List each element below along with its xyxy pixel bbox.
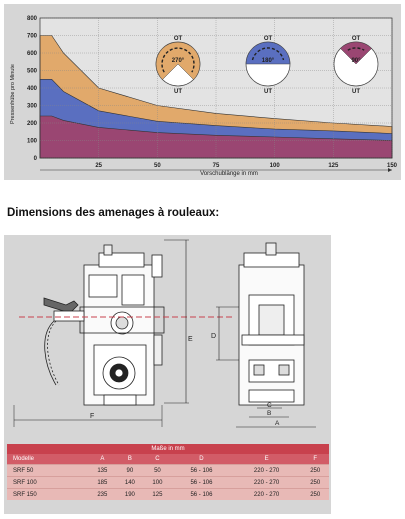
table-cell: 250 (301, 464, 329, 477)
dial-bottom-label: UT (264, 89, 272, 95)
table-cell: 90 (116, 464, 144, 477)
dial-top-label: OT (264, 36, 273, 42)
dim-label-f: F (90, 413, 94, 420)
table-cell: 56 - 106 (171, 476, 232, 489)
dial-top-label: OT (352, 36, 361, 42)
feed-chart: 0 100 200 300 400 500 600 700 800 25 50 75 100 125 150… (4, 4, 401, 180)
column-header: F (301, 454, 329, 465)
table-cell: 220 - 270 (231, 464, 302, 477)
dim-label-b: B (267, 410, 271, 417)
x-axis-arrowhead (388, 168, 392, 172)
table-cell: 56 - 106 (171, 488, 232, 500)
feed-chart-svg: 0 100 200 300 400 500 600 700 800 25 50 75 100 125 150… (10, 16, 398, 177)
table-cell: 190 (116, 488, 144, 500)
column-header: C (143, 454, 172, 465)
dial-angle-label: 90° (351, 58, 361, 64)
y-tick-label: 600 (27, 51, 38, 57)
table-header-row: Modelle A B C D E F (7, 454, 329, 465)
table-row: SRF 150 235 190 125 56 - 106 220 - 270 2… (7, 488, 329, 500)
x-tick-label: 150 (387, 163, 398, 169)
table-cell: 220 - 270 (231, 476, 302, 489)
table-cell: SRF 150 (7, 488, 89, 500)
roll-feed-drawing: E F D C B A (4, 235, 331, 514)
y-axis-label: Pressenhübe pro Minute (10, 64, 16, 124)
technical-drawing: E F D C B A (13, 239, 316, 428)
plot-frame (39, 17, 393, 159)
column-header: E (231, 454, 302, 465)
dim-label-d: D (211, 333, 216, 340)
table-cell: 250 (301, 488, 329, 500)
table-cell: 220 - 270 (231, 488, 302, 500)
dial-bottom-label: UT (352, 89, 360, 95)
y-tick-label: 300 (27, 104, 38, 110)
dial-angle-label: 180° (262, 58, 275, 64)
dial-sector (340, 41, 372, 65)
y-tick-label: 0 (34, 156, 38, 162)
column-header: A (88, 454, 117, 465)
dial-top-label: OT (174, 36, 183, 42)
dial-bottom-label: UT (174, 89, 182, 95)
table-cell: 50 (143, 464, 172, 477)
dim-label-e: E (188, 336, 193, 343)
column-header: Modelle (7, 454, 89, 465)
column-header: B (116, 454, 144, 465)
table-row: SRF 100 185 140 100 56 - 106 220 - 270 2… (7, 476, 329, 489)
y-tick-label: 200 (27, 121, 38, 127)
dial-arrow (251, 47, 285, 61)
dial-sector (245, 41, 291, 65)
table-cell: 185 (88, 476, 117, 489)
y-tick-label: 800 (27, 16, 38, 22)
x-tick-label: 50 (154, 163, 161, 169)
table-cell: 140 (116, 476, 144, 489)
feeder-front-view (216, 242, 316, 428)
table-caption: Maße in mm (7, 444, 329, 454)
table-cell: SRF 100 (7, 476, 89, 489)
x-tick-label: 100 (270, 163, 281, 169)
column-header: D (171, 454, 232, 465)
table-cell: 100 (143, 476, 172, 489)
table-cell: 125 (143, 488, 172, 500)
table-cell: 235 (88, 488, 117, 500)
table-cell: 135 (88, 464, 117, 477)
table-row: SRF 50 135 90 50 56 - 106 220 - 270 250 (7, 464, 329, 477)
x-tick-label: 125 (328, 163, 339, 169)
x-tick-label: 25 (95, 163, 102, 169)
table-cell: SRF 50 (7, 464, 89, 477)
dial-arrow (347, 47, 365, 51)
table-cell: 250 (301, 476, 329, 489)
dim-label-c: C (267, 402, 272, 409)
x-tick-label: 75 (213, 163, 220, 169)
y-tick-label: 700 (27, 34, 38, 40)
dial-arrow (161, 47, 195, 73)
x-axis-label: Vorschublänge in mm (200, 171, 258, 177)
y-tick-label: 500 (27, 69, 38, 75)
section-title: Dimensions des amenages à rouleaux: (7, 207, 220, 219)
table-cell: 56 - 106 (171, 464, 232, 477)
y-tick-label: 400 (27, 86, 38, 92)
dimension-table: Maße in mm Modelle A B C D E F SRF 50 13… (7, 444, 329, 500)
dim-label-a: A (275, 420, 280, 427)
y-tick-label: 100 (27, 139, 38, 145)
feeder-side-view (13, 239, 234, 427)
dial-angle-label: 270° (172, 58, 185, 64)
